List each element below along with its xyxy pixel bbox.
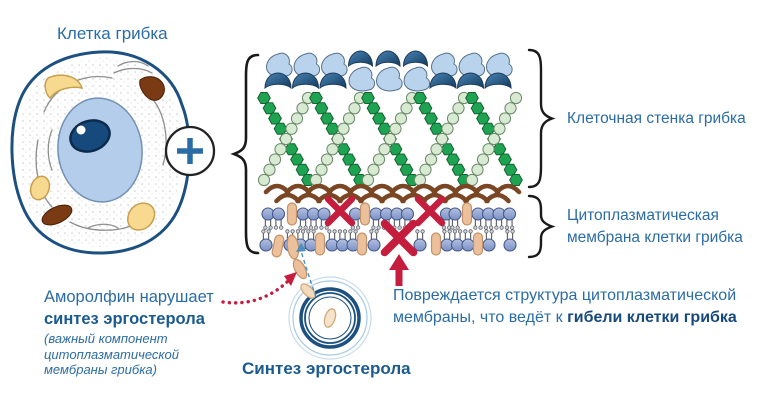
ergosterol-icon bbox=[359, 202, 371, 226]
chitin-layer bbox=[266, 186, 519, 201]
amorolfine-note-line1: (важный компонент bbox=[44, 331, 168, 346]
chitin-icon bbox=[371, 186, 393, 192]
chitin-icon bbox=[266, 186, 288, 192]
membrane-label-line1: Цитоплазматическая bbox=[567, 207, 719, 224]
phospholipid-icon bbox=[271, 207, 286, 230]
chitin-icon bbox=[382, 195, 404, 201]
chitin-icon bbox=[445, 195, 467, 201]
ergosterol-icon bbox=[270, 233, 286, 259]
ergosterol-icon bbox=[430, 232, 442, 256]
ergosterol-icon bbox=[472, 232, 484, 256]
ergosterol-trail bbox=[286, 234, 316, 299]
mannoprotein-icon bbox=[319, 52, 348, 89]
plus-icon bbox=[164, 125, 216, 177]
ergosterol-icon bbox=[286, 202, 298, 226]
phospholipid-icon bbox=[502, 207, 517, 230]
phospholipid-icon bbox=[390, 207, 404, 230]
chitin-icon bbox=[455, 186, 477, 192]
mannoprotein-icon bbox=[264, 52, 293, 89]
phospholipid-icon bbox=[261, 207, 275, 230]
ergosterol-icon bbox=[314, 232, 326, 256]
blocked-cross-icon bbox=[418, 199, 442, 223]
mannoprotein-layer bbox=[264, 50, 513, 92]
chitin-icon bbox=[287, 186, 309, 192]
red-dotted-arrow-icon bbox=[221, 272, 297, 305]
glucan-layer bbox=[257, 91, 523, 187]
right-brace-membrane bbox=[527, 194, 556, 259]
damage-text-line1: Повреждается структура цитоплазматическо… bbox=[393, 287, 737, 304]
mannoprotein-icon bbox=[429, 52, 458, 89]
chitin-icon bbox=[497, 186, 519, 192]
membrane-label-line2: мембрана клетки грибка bbox=[567, 228, 743, 246]
chitin-icon bbox=[487, 195, 509, 201]
chitin-icon bbox=[329, 186, 351, 192]
membrane-label: Цитоплазматическая мембрана клетки грибк… bbox=[567, 205, 743, 248]
mannoprotein-icon bbox=[484, 52, 513, 89]
left-brace bbox=[230, 53, 260, 255]
phospholipid-icon bbox=[448, 207, 462, 230]
phospholipid-icon bbox=[335, 229, 350, 252]
chitin-icon bbox=[308, 186, 330, 192]
blue-dashed-arrow-icon bbox=[296, 243, 317, 298]
phospholipid-icon bbox=[367, 229, 381, 252]
mitochondria bbox=[41, 76, 165, 226]
phospholipid-icon bbox=[482, 229, 496, 252]
amorolfine-note-line2: цитоплазматической bbox=[44, 346, 180, 362]
amorolfine-text-line1: Аморолфин нарушает bbox=[44, 288, 214, 306]
chitin-icon bbox=[434, 186, 456, 192]
damage-text-regular: мембраны, что ведёт к bbox=[393, 309, 568, 326]
phospholipid-icon bbox=[325, 229, 339, 252]
phospholipid-icon bbox=[306, 207, 321, 230]
damage-text-bold: гибели клетки грибка bbox=[567, 309, 737, 326]
amorolfine-text-line2: синтез эргостерола bbox=[44, 310, 205, 328]
damage-text-line2: мембраны, что ведёт к гибели клетки гриб… bbox=[393, 308, 737, 328]
chitin-icon bbox=[466, 195, 488, 201]
phospholipid-icon bbox=[461, 229, 475, 252]
golgi-organelles bbox=[29, 74, 156, 231]
chitin-icon bbox=[277, 195, 299, 201]
ergosterol-icon bbox=[356, 232, 368, 256]
phospholipid-icon bbox=[413, 229, 427, 252]
phospholipid-icon bbox=[440, 229, 454, 252]
chitin-icon bbox=[392, 186, 414, 192]
mannoprotein-icon bbox=[348, 50, 376, 92]
cell-title: Клетка грибка bbox=[57, 24, 168, 43]
chitin-icon bbox=[298, 195, 320, 201]
mannoprotein-icon bbox=[457, 52, 486, 89]
mannoprotein-icon bbox=[403, 50, 431, 92]
phospholipid-icon bbox=[503, 229, 517, 252]
chitin-icon bbox=[476, 186, 498, 192]
phospholipid-icon bbox=[450, 229, 465, 252]
mannoprotein-icon bbox=[292, 52, 321, 89]
mannoprotein-icon bbox=[375, 50, 403, 92]
amorolfine-note-line3: мембраны грибка) bbox=[44, 362, 157, 377]
chitin-icon bbox=[350, 186, 372, 192]
cell-wall-label: Клеточная стенка грибка bbox=[567, 110, 746, 127]
damage-arrow-icon bbox=[389, 254, 409, 286]
nucleolus-highlight bbox=[76, 125, 86, 135]
ergosterol-in-vesicle bbox=[323, 308, 337, 328]
phospholipid-icon bbox=[369, 207, 383, 230]
phospholipid-icon bbox=[481, 207, 496, 230]
amorolfine-note: (важный компонент цитоплазматической мем… bbox=[44, 331, 179, 378]
phospholipid-icon bbox=[296, 207, 310, 230]
synthesis-vesicle bbox=[288, 276, 372, 360]
fungal-cell-illustration bbox=[10, 50, 191, 255]
ergosterol-icon bbox=[461, 202, 473, 226]
synthesis-label: Синтез эргостерола bbox=[242, 359, 411, 378]
phospholipid-icon bbox=[259, 229, 273, 252]
phospholipid-icon bbox=[492, 207, 506, 230]
right-brace-cell-wall bbox=[527, 48, 556, 189]
chitin-icon bbox=[413, 186, 435, 192]
chitin-icon bbox=[361, 195, 383, 201]
phospholipid-icon bbox=[471, 207, 485, 230]
